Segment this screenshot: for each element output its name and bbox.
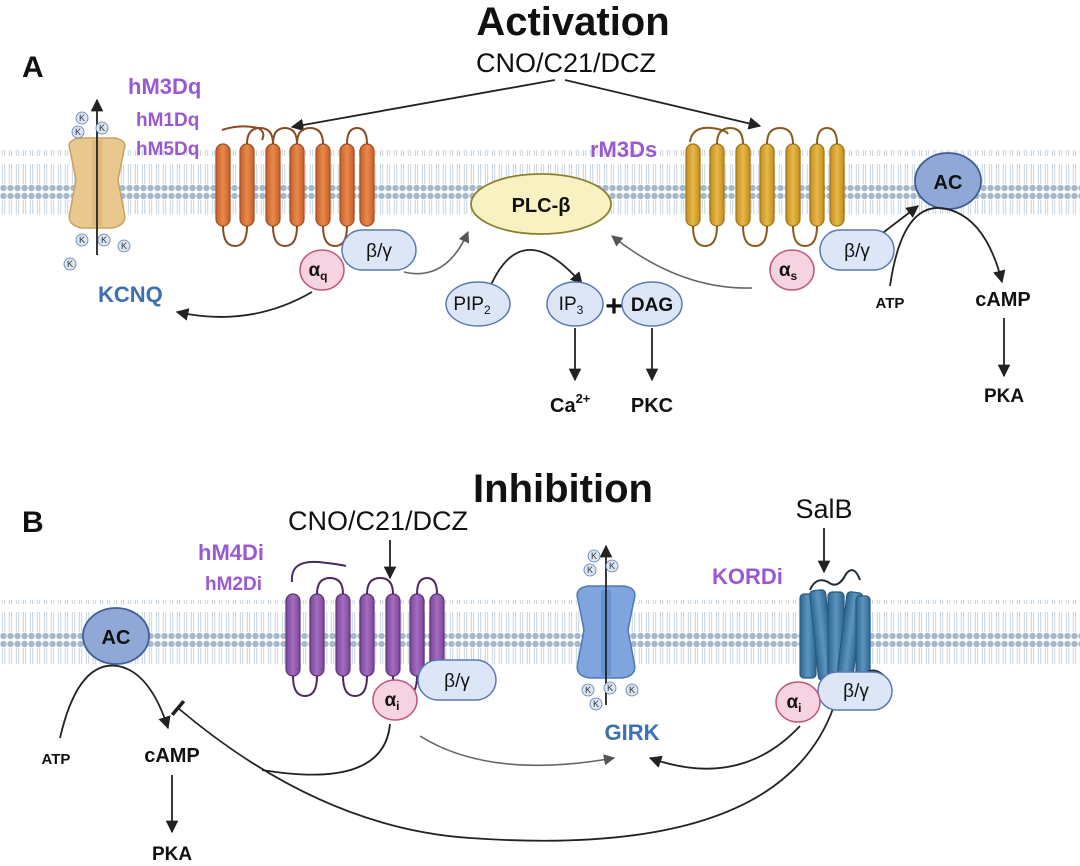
svg-text:K: K <box>609 561 615 571</box>
dag-label: DAG <box>631 295 673 316</box>
hm4di-label: hM4Di <box>198 540 264 565</box>
plus-sign: + <box>605 290 623 323</box>
ip3-label: IP3 <box>559 294 584 317</box>
panel-a-ligand: CNO/C21/DCZ <box>476 48 656 78</box>
alpha-i-label-2: αi <box>786 692 801 715</box>
beta-gamma-label-a2: β/γ <box>844 241 870 262</box>
panel-b-letter: B <box>22 506 44 539</box>
svg-text:K: K <box>67 259 73 269</box>
pip2-node <box>445 281 511 327</box>
hm1dq-label: hM1Dq <box>136 110 199 131</box>
svg-text:K: K <box>99 123 105 133</box>
panel-a-title: Activation <box>476 0 669 44</box>
gi-inhibits-ac-curve <box>170 699 835 842</box>
potassium-ions-a: K K K K K K K <box>63 111 131 271</box>
camp-label-b: cAMP <box>144 745 200 767</box>
membrane-b <box>0 600 1080 664</box>
svg-text:K: K <box>79 113 85 123</box>
hm5dq-label: hM5Dq <box>136 139 199 160</box>
atp-label-b: ATP <box>42 751 71 768</box>
hm3dq-label: hM3Dq <box>128 74 201 99</box>
gq-protein: β/γ αq <box>299 229 417 291</box>
gs-to-ac-arrow <box>883 205 920 233</box>
beta-gamma-label-b1: β/γ <box>444 671 470 692</box>
kordi-gi-to-girk-arrow <box>648 725 801 770</box>
alpha-s-label: αs <box>779 260 798 283</box>
gs-protein: β/γ αs <box>769 229 895 291</box>
ip3-node <box>546 281 604 327</box>
pka-label-b: PKA <box>152 844 192 865</box>
dag-node <box>621 281 683 327</box>
gi-protein-kordi: β/γ αi <box>775 671 893 723</box>
pkc-label: PKC <box>631 395 673 417</box>
svg-text:K: K <box>585 685 591 695</box>
panel-b-ligand: CNO/C21/DCZ <box>288 506 468 536</box>
hm3dq-receptor <box>215 125 375 248</box>
hm2di-label: hM2Di <box>205 574 262 595</box>
calcium-label: Ca2+ <box>550 391 591 417</box>
rm3ds-label: rM3Ds <box>590 137 657 162</box>
beta-gamma-label-a1: β/γ <box>366 241 392 262</box>
girk-channel: K K K K K K K <box>576 544 639 711</box>
svg-text:K: K <box>587 565 593 575</box>
pka-label-a: PKA <box>984 386 1024 407</box>
panel-b-title: Inhibition <box>473 467 653 511</box>
alpha-q-label: αq <box>308 260 327 283</box>
camp-label-a: cAMP <box>975 289 1031 311</box>
atp-to-camp-arrow-a <box>889 207 1006 287</box>
plc-beta-label: PLC-β <box>512 195 571 217</box>
svg-text:K: K <box>101 235 107 245</box>
svg-text:K: K <box>593 699 599 709</box>
panel-b: B Inhibition CNO/C21/DCZ SalB AC ATP cAM… <box>0 467 1080 865</box>
beta-gamma-label-b2: β/γ <box>843 681 869 702</box>
gs-to-plc-arrow <box>611 235 753 289</box>
hm4di-receptor <box>285 560 445 698</box>
gi-protein-hm4di: β/γ αi <box>372 659 497 721</box>
svg-text:K: K <box>121 241 127 251</box>
ac-label-b: AC <box>102 627 131 649</box>
pip2-to-ip3-arrow <box>487 249 583 293</box>
kcnq-channel: K K K K K K K <box>63 98 131 271</box>
ligand-arrow-to-hm3dq <box>290 79 556 132</box>
panel-a: A Activation CNO/C21/DCZ K K K K K <box>0 0 1080 417</box>
kordi-receptor <box>799 569 887 681</box>
salb-label: SalB <box>795 494 852 524</box>
ac-label-a: AC <box>934 172 963 194</box>
svg-text:K: K <box>629 685 635 695</box>
svg-text:K: K <box>79 235 85 245</box>
atp-label-a: ATP <box>876 295 905 312</box>
svg-text:K: K <box>607 683 613 693</box>
panel-a-letter: A <box>22 51 44 84</box>
rm3ds-receptor <box>685 126 845 248</box>
girk-label: GIRK <box>605 720 660 745</box>
ac-node-b <box>82 607 150 665</box>
svg-text:K: K <box>75 127 81 137</box>
plc-beta <box>470 173 612 235</box>
kcnq-label: KCNQ <box>98 282 163 307</box>
gq-to-plc-arrow <box>403 230 470 275</box>
potassium-ions-b: K K K K K K K <box>581 549 639 711</box>
svg-text:K: K <box>591 551 597 561</box>
ligand-arrow-to-rm3ds <box>564 79 762 130</box>
pip2-label: PIP2 <box>453 294 491 317</box>
kordi-label: KORDi <box>712 564 783 589</box>
alpha-i-label-1: αi <box>384 690 399 713</box>
gi-curve-left <box>261 723 391 776</box>
atp-to-camp-arrow-b <box>59 664 171 739</box>
gq-to-kcnq-arrow <box>175 291 313 321</box>
gi-to-girk-arrow <box>419 735 616 767</box>
